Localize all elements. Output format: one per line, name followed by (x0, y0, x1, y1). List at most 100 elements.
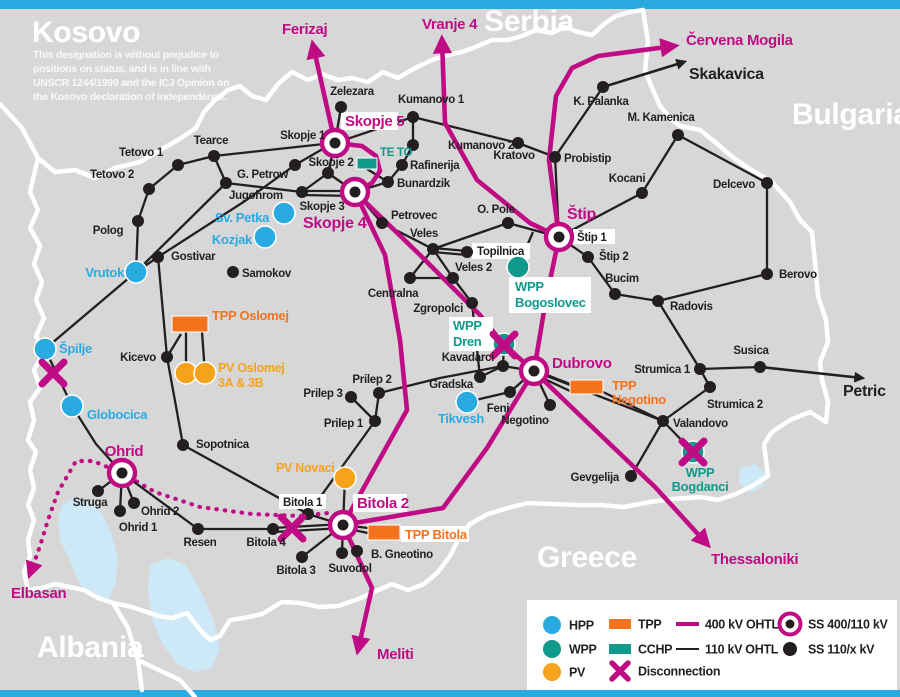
substation-110kv-kocani (636, 187, 648, 199)
substation-400kv-core-skopje4 (349, 186, 361, 198)
substation-110kv-polog (132, 215, 144, 227)
label-skopje-4: Skopje 4 (303, 215, 367, 232)
label-suvodol: Suvodol (328, 563, 371, 575)
x-stroke (38, 358, 68, 388)
substation-110kv-bucim (609, 288, 621, 300)
label-kicevo: Kicevo (120, 352, 156, 364)
label-kumanovo-1: Kumanovo 1 (398, 94, 465, 106)
substation-400kv-core-dubrovo (528, 365, 540, 377)
label-k-palanka: K. Palanka (573, 96, 629, 108)
plant-wpp-bogoslovec (506, 255, 530, 279)
legend-item-cchp: CCHP (609, 643, 673, 657)
plant-hpp-kozjak (253, 225, 277, 249)
line-110kv (409, 248, 434, 279)
substation-110kv-bunardzik (382, 176, 394, 188)
legend-item-tpp: TPP (609, 618, 662, 632)
label-m-kamenica: M. Kamenica (627, 112, 695, 124)
country-border (135, 657, 198, 697)
top-accent-bar (0, 0, 900, 9)
label-chip (472, 243, 530, 259)
label-bitola-1: Bitola 1 (283, 497, 323, 509)
line-400kv-bitola2-meliti (340, 524, 375, 656)
label-sopotnica: Sopotnica (196, 439, 250, 451)
country-label-greece: Greece (537, 541, 637, 574)
substation-110kv-ohrid2 (128, 497, 140, 509)
line-110kv (699, 365, 761, 371)
country-border (25, 409, 829, 643)
substation-110kv-gostivar (152, 251, 164, 263)
label-centralna: Centralna (368, 288, 419, 300)
substation-110kv-tetovo2 (143, 183, 155, 195)
label-skopje-3: Skopje 3 (300, 201, 345, 213)
legend-item-400-kv-ohtl: 400 kV OHTL (676, 618, 780, 632)
line-110kv (432, 250, 468, 257)
substation-110kv-samokov (227, 266, 239, 278)
label-elbasan: Elbasan (11, 585, 67, 602)
label-strumica-2: Strumica 2 (707, 399, 763, 411)
cchp-rect-cchp-te-to (356, 157, 378, 170)
substation-110kv-tetovo1 (172, 159, 184, 171)
label-dren: Dren (453, 334, 482, 349)
kosovo-note-line: the Kosovo declaration of independence. (33, 91, 227, 103)
line-400kv-dubrovo-thessaloniki (532, 369, 711, 549)
substation-110kv-bitola4 (267, 523, 279, 535)
line-110kv (213, 141, 334, 158)
line-110kv (614, 292, 659, 303)
legend-swatch-circle (543, 616, 561, 634)
label-feni: Feni (487, 403, 510, 415)
label-meliti: Meliti (377, 646, 414, 663)
line-110kv (432, 221, 509, 251)
label-kumanovo-2: Kumanovo 2 (448, 140, 514, 152)
plant-hpp-sv-petka (272, 201, 296, 225)
interconnection-110kv-kpalanka-skakavica (602, 59, 688, 89)
bottom-accent-bar (0, 690, 900, 697)
label-chip (353, 494, 407, 512)
substation-110kv-kumanovo1 (407, 111, 419, 123)
label-negotino: Negotino (612, 392, 666, 407)
label-veles: Veles (410, 228, 438, 240)
legend-item-ss-110-x-kv: SS 110/x kV (783, 642, 875, 657)
label-bogoslovec: Bogoslovec (515, 295, 586, 310)
label-ferizaj: Ferizaj (282, 21, 328, 38)
substation-110kv-kumanovo2 (407, 139, 419, 151)
label-gradska: Gradska (429, 379, 474, 391)
legend-swatch-rect (609, 644, 631, 654)
country-border (21, 155, 47, 593)
legend-item-wpp: WPP (543, 640, 597, 658)
label-bitola-4: Bitola 4 (246, 537, 286, 549)
substation-110kv-strumica1 (694, 363, 706, 375)
substation-400kv-core-ohrid (116, 467, 128, 479)
country-border (0, 101, 41, 161)
line-400kv-vranje4-stip (432, 34, 560, 240)
legend-label: SS 110/x kV (808, 643, 875, 657)
plant-hpp-tikvesh (455, 390, 479, 414)
substation-110kv-gevgelija (625, 470, 637, 482)
label-pv-novaci: PV Novaci (276, 461, 334, 475)
substation-110kv-strumica2 (704, 381, 716, 393)
country-border (212, 7, 646, 103)
legend-label: Disconnection (638, 665, 720, 679)
label-te-to: TE TO (380, 147, 413, 159)
substation-110kv-stip2 (582, 251, 594, 263)
substation-110kv-skopje2 (322, 167, 334, 179)
line-110kv (44, 271, 137, 350)
line-400kv-stip-cervena-mogila (546, 38, 680, 238)
x-stroke (678, 437, 708, 467)
substation-110kv-berovo (761, 268, 773, 280)
line-110kv (558, 191, 643, 239)
label-petric: Petric (843, 383, 886, 400)
legend-label: HPP (569, 619, 594, 633)
substation-110kv-g-petrow (289, 159, 301, 171)
label--pilje: Špilje (59, 341, 92, 356)
label-veles-2: Veles 2 (455, 262, 492, 274)
line-110kv (412, 115, 519, 145)
substation-110kv-prilep1 (369, 415, 381, 427)
label-chip (449, 317, 493, 351)
label-gevgelija: Gevgelija (571, 472, 620, 484)
label-polog: Polog (93, 225, 124, 237)
country-label-albania: Albania (37, 631, 144, 664)
substation-110kv-skopje3 (296, 186, 308, 198)
substation-110kv-delcevo (761, 177, 773, 189)
